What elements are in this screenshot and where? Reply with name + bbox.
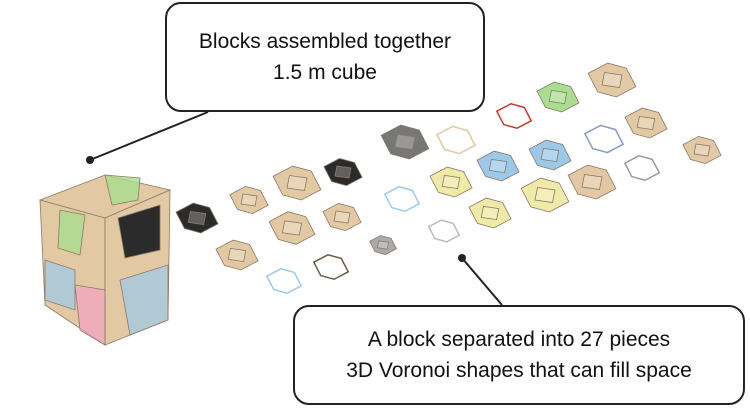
- voronoi-piece: [435, 125, 477, 155]
- voronoi-piece: [624, 107, 668, 139]
- voronoi-piece: [495, 103, 533, 130]
- voronoi-piece: [536, 81, 580, 113]
- leader-dot-separated: [458, 254, 466, 262]
- callout-assembled-line2: 1.5 m cube: [273, 61, 377, 84]
- cube-green-piece: [104, 174, 141, 206]
- cube-blue-piece: [119, 264, 169, 336]
- leader-line-assembled: [89, 111, 209, 161]
- voronoi-piece-facet: [540, 147, 560, 163]
- callout-separated-line1: A block separated into 27 pieces: [367, 328, 671, 351]
- voronoi-piece-facet: [548, 89, 568, 105]
- voronoi-piece-facet: [286, 175, 308, 191]
- voronoi-piece-facet: [534, 187, 556, 203]
- voronoi-piece: [312, 254, 350, 281]
- voronoi-piece: [468, 197, 512, 229]
- callout-separated-line2: 3D Voronoi shapes that can fill space: [346, 359, 692, 382]
- voronoi-piece: [215, 239, 259, 271]
- voronoi-piece: [528, 139, 572, 171]
- voronoi-piece: [175, 202, 219, 234]
- voronoi-piece: [429, 166, 473, 198]
- cube-blue-piece-2: [44, 259, 76, 311]
- voronoi-piece-facet: [227, 247, 247, 263]
- leader-line-separated: [461, 257, 503, 306]
- assembled-cube: [38, 174, 172, 346]
- voronoi-piece: [265, 268, 303, 295]
- voronoi-piece: [520, 177, 570, 213]
- voronoi-piece-facet: [333, 210, 351, 224]
- voronoi-piece: [583, 124, 625, 154]
- voronoi-piece-facet: [187, 210, 207, 226]
- voronoi-piece-facet: [581, 174, 603, 190]
- voronoi-piece-facet: [636, 115, 656, 131]
- voronoi-piece: [229, 186, 269, 215]
- voronoi-piece: [380, 124, 430, 160]
- voronoi-piece: [476, 150, 520, 182]
- voronoi-piece-facet: [240, 193, 258, 207]
- voronoi-pieces: [175, 62, 722, 295]
- voronoi-piece: [427, 219, 461, 243]
- cube-pink-piece: [74, 284, 106, 346]
- voronoi-piece: [567, 164, 617, 200]
- voronoi-piece: [383, 186, 421, 213]
- voronoi-piece-facet: [441, 174, 461, 190]
- voronoi-piece-facet: [376, 240, 390, 250]
- voronoi-piece-facet: [488, 158, 508, 174]
- callout-assembled-line1: Blocks assembled together: [198, 30, 452, 53]
- cube-black-piece: [117, 204, 161, 259]
- voronoi-piece-facet: [281, 220, 303, 236]
- voronoi-piece: [268, 211, 316, 245]
- voronoi-piece-facet: [334, 165, 352, 179]
- callout-separated: A block separated into 27 pieces 3D Voro…: [293, 305, 745, 405]
- voronoi-piece: [682, 136, 722, 165]
- callout-assembled: Blocks assembled together 1.5 m cube: [165, 2, 485, 112]
- voronoi-piece: [272, 165, 322, 201]
- voronoi-piece: [323, 158, 363, 187]
- voronoi-piece: [623, 155, 661, 182]
- voronoi-piece: [369, 235, 397, 255]
- voronoi-piece-facet: [394, 134, 416, 150]
- voronoi-piece-facet: [601, 72, 623, 88]
- voronoi-piece: [587, 62, 637, 98]
- voronoi-piece: [322, 203, 362, 232]
- leader-dot-assembled: [86, 156, 94, 164]
- cube-green-piece-2: [57, 209, 86, 256]
- voronoi-piece-facet: [693, 143, 711, 157]
- voronoi-piece-facet: [480, 205, 500, 221]
